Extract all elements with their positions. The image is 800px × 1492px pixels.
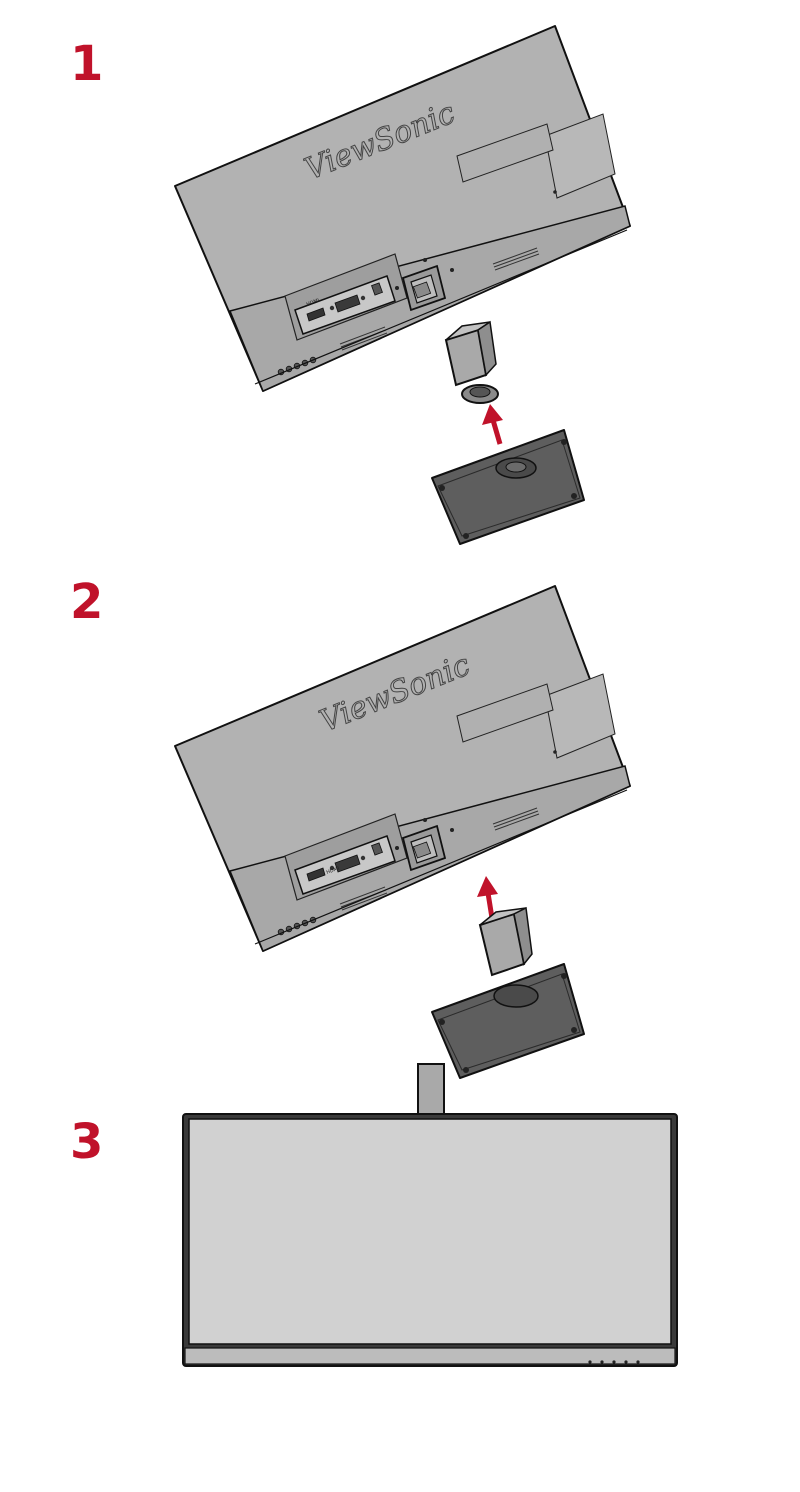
stand-neck-icon (444, 320, 499, 404)
port-label: HDMI (306, 298, 321, 308)
step-number-1: 1 (70, 36, 103, 92)
arrow-up-icon (477, 876, 498, 919)
stand-base-icon (431, 429, 585, 545)
stand-base-icon (431, 963, 585, 1079)
arrow-up-icon (482, 404, 503, 445)
port-label: HDMI (326, 866, 341, 876)
stand-neck-icon (478, 906, 533, 977)
monitor-rear-icon: ViewSonic HDMI (174, 585, 631, 952)
monitor-front-icon (182, 1063, 678, 1367)
step-number-3: 3 (70, 1114, 103, 1170)
step-number-2: 2 (70, 574, 103, 630)
monitor-rear-icon: ViewSonic HDMI (174, 25, 631, 392)
